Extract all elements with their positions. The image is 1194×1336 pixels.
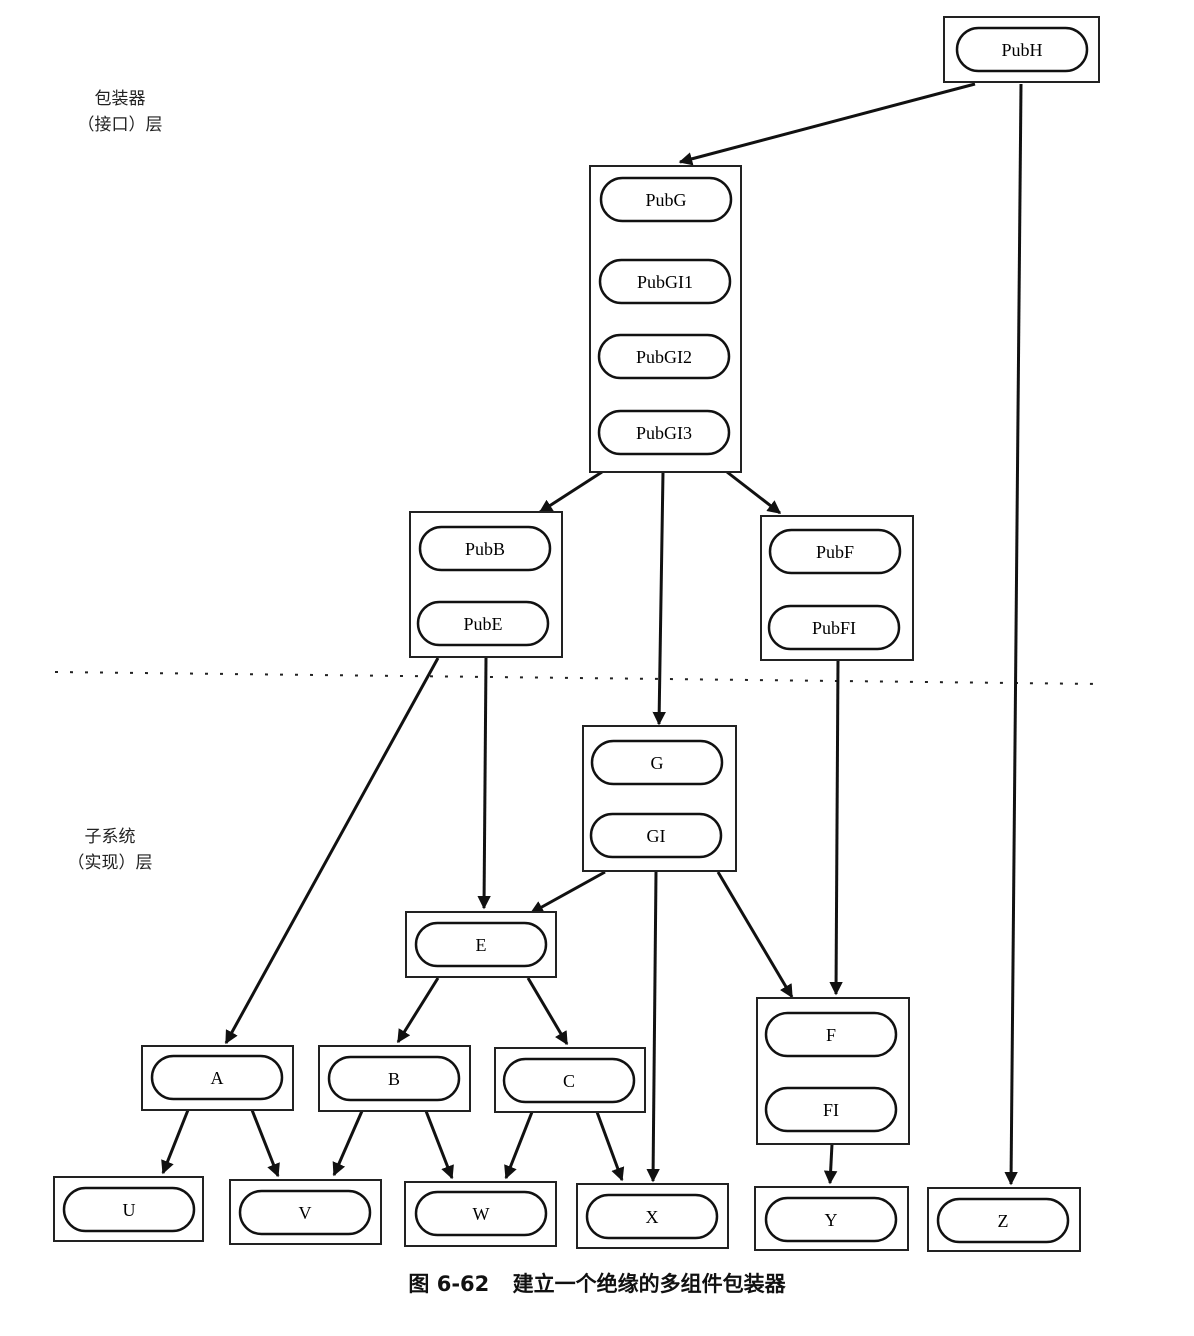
subsystem-layer-label: 子系统 （实现）层 bbox=[50, 824, 170, 876]
node-pubfi: PubFI bbox=[767, 604, 901, 651]
edges bbox=[161, 82, 1023, 1186]
wrapper-layer-label: 包装器 （接口）层 bbox=[60, 86, 180, 138]
node-z: Z bbox=[936, 1197, 1070, 1244]
edge-pubf-to-f bbox=[829, 659, 843, 996]
figure-caption: 图 6-62 建立一个绝缘的多组件包装器 bbox=[0, 1268, 1194, 1298]
layer-divider bbox=[54, 671, 1101, 685]
node-v: V bbox=[238, 1189, 372, 1236]
node-u: U bbox=[62, 1186, 196, 1233]
node-e: E bbox=[414, 921, 548, 968]
edge-b-to-v bbox=[332, 1110, 364, 1177]
node-f: F bbox=[764, 1011, 898, 1058]
node-g: G bbox=[590, 739, 724, 786]
node-y: Y bbox=[764, 1196, 898, 1243]
edge-c-to-w bbox=[504, 1111, 534, 1180]
node-label: A bbox=[211, 1068, 224, 1088]
node-label: PubGI2 bbox=[636, 347, 692, 367]
node-label: U bbox=[123, 1200, 136, 1220]
wrapper-layer-label-line2: （接口）层 bbox=[77, 115, 163, 135]
node-label: B bbox=[388, 1069, 400, 1089]
edge-g-to-f bbox=[716, 871, 794, 999]
node-label: C bbox=[563, 1071, 575, 1091]
node-c: C bbox=[502, 1057, 636, 1104]
node-label: PubE bbox=[463, 614, 502, 634]
node-pubh: PubH bbox=[955, 26, 1089, 73]
node-label: Y bbox=[825, 1210, 838, 1230]
node-b: B bbox=[327, 1055, 461, 1102]
node-label: Z bbox=[998, 1211, 1009, 1231]
node-gi: GI bbox=[589, 812, 723, 859]
edge-pubg-to-pubf bbox=[726, 470, 782, 515]
figure-number: 图 6-62 bbox=[408, 1272, 490, 1296]
subsystem-layer-label-line2: （实现）层 bbox=[67, 853, 153, 873]
edge-g-to-e bbox=[529, 870, 606, 915]
node-pube: PubE bbox=[416, 600, 550, 647]
edge-f-to-y bbox=[823, 1143, 838, 1185]
node-pubgi3: PubGI3 bbox=[597, 409, 731, 456]
edge-e-to-b bbox=[396, 977, 440, 1044]
node-fi: FI bbox=[764, 1086, 898, 1133]
node-pubf: PubF bbox=[768, 528, 902, 575]
wrapper-layer-label-line1: 包装器 bbox=[94, 89, 146, 109]
node-label: W bbox=[473, 1204, 490, 1224]
edge-a-to-v bbox=[250, 1109, 280, 1178]
edge-b-to-w bbox=[424, 1110, 454, 1180]
node-w: W bbox=[414, 1190, 548, 1237]
node-label: FI bbox=[823, 1100, 839, 1120]
edge-e-to-c bbox=[526, 977, 569, 1046]
node-label: GI bbox=[647, 826, 666, 846]
node-a: A bbox=[150, 1054, 284, 1101]
figure-title: 建立一个绝缘的多组件包装器 bbox=[512, 1272, 786, 1296]
node-x: X bbox=[585, 1193, 719, 1240]
edge-pubb-to-e bbox=[477, 657, 491, 910]
subsystem-layer-label-line1: 子系统 bbox=[84, 827, 136, 847]
node-label: PubG bbox=[645, 190, 686, 210]
node-label: F bbox=[826, 1025, 836, 1045]
edge-pubg-to-g bbox=[652, 471, 666, 726]
node-pubg: PubG bbox=[599, 176, 733, 223]
node-pubgi1: PubGI1 bbox=[598, 258, 732, 305]
node-label: PubF bbox=[816, 542, 854, 562]
node-label: G bbox=[651, 753, 664, 773]
node-label: E bbox=[476, 935, 487, 955]
node-label: PubGI1 bbox=[637, 272, 693, 292]
node-label: PubH bbox=[1001, 40, 1042, 60]
node-label: PubB bbox=[465, 539, 505, 559]
node-pubb: PubB bbox=[418, 525, 552, 572]
edge-g-to-x bbox=[646, 871, 660, 1183]
node-label: X bbox=[646, 1207, 659, 1227]
edge-pubg-to-pubb bbox=[538, 470, 603, 514]
node-label: PubFI bbox=[812, 618, 856, 638]
edge-pubh-to-pubg bbox=[678, 82, 976, 166]
node-label: PubGI3 bbox=[636, 423, 692, 443]
node-pubgi2: PubGI2 bbox=[597, 333, 731, 380]
node-label: V bbox=[299, 1203, 312, 1223]
edge-a-to-u bbox=[161, 1109, 190, 1175]
edge-c-to-x bbox=[595, 1111, 625, 1182]
edge-pubh-to-z bbox=[1004, 83, 1023, 1186]
edge-pubb-to-a bbox=[224, 657, 440, 1045]
